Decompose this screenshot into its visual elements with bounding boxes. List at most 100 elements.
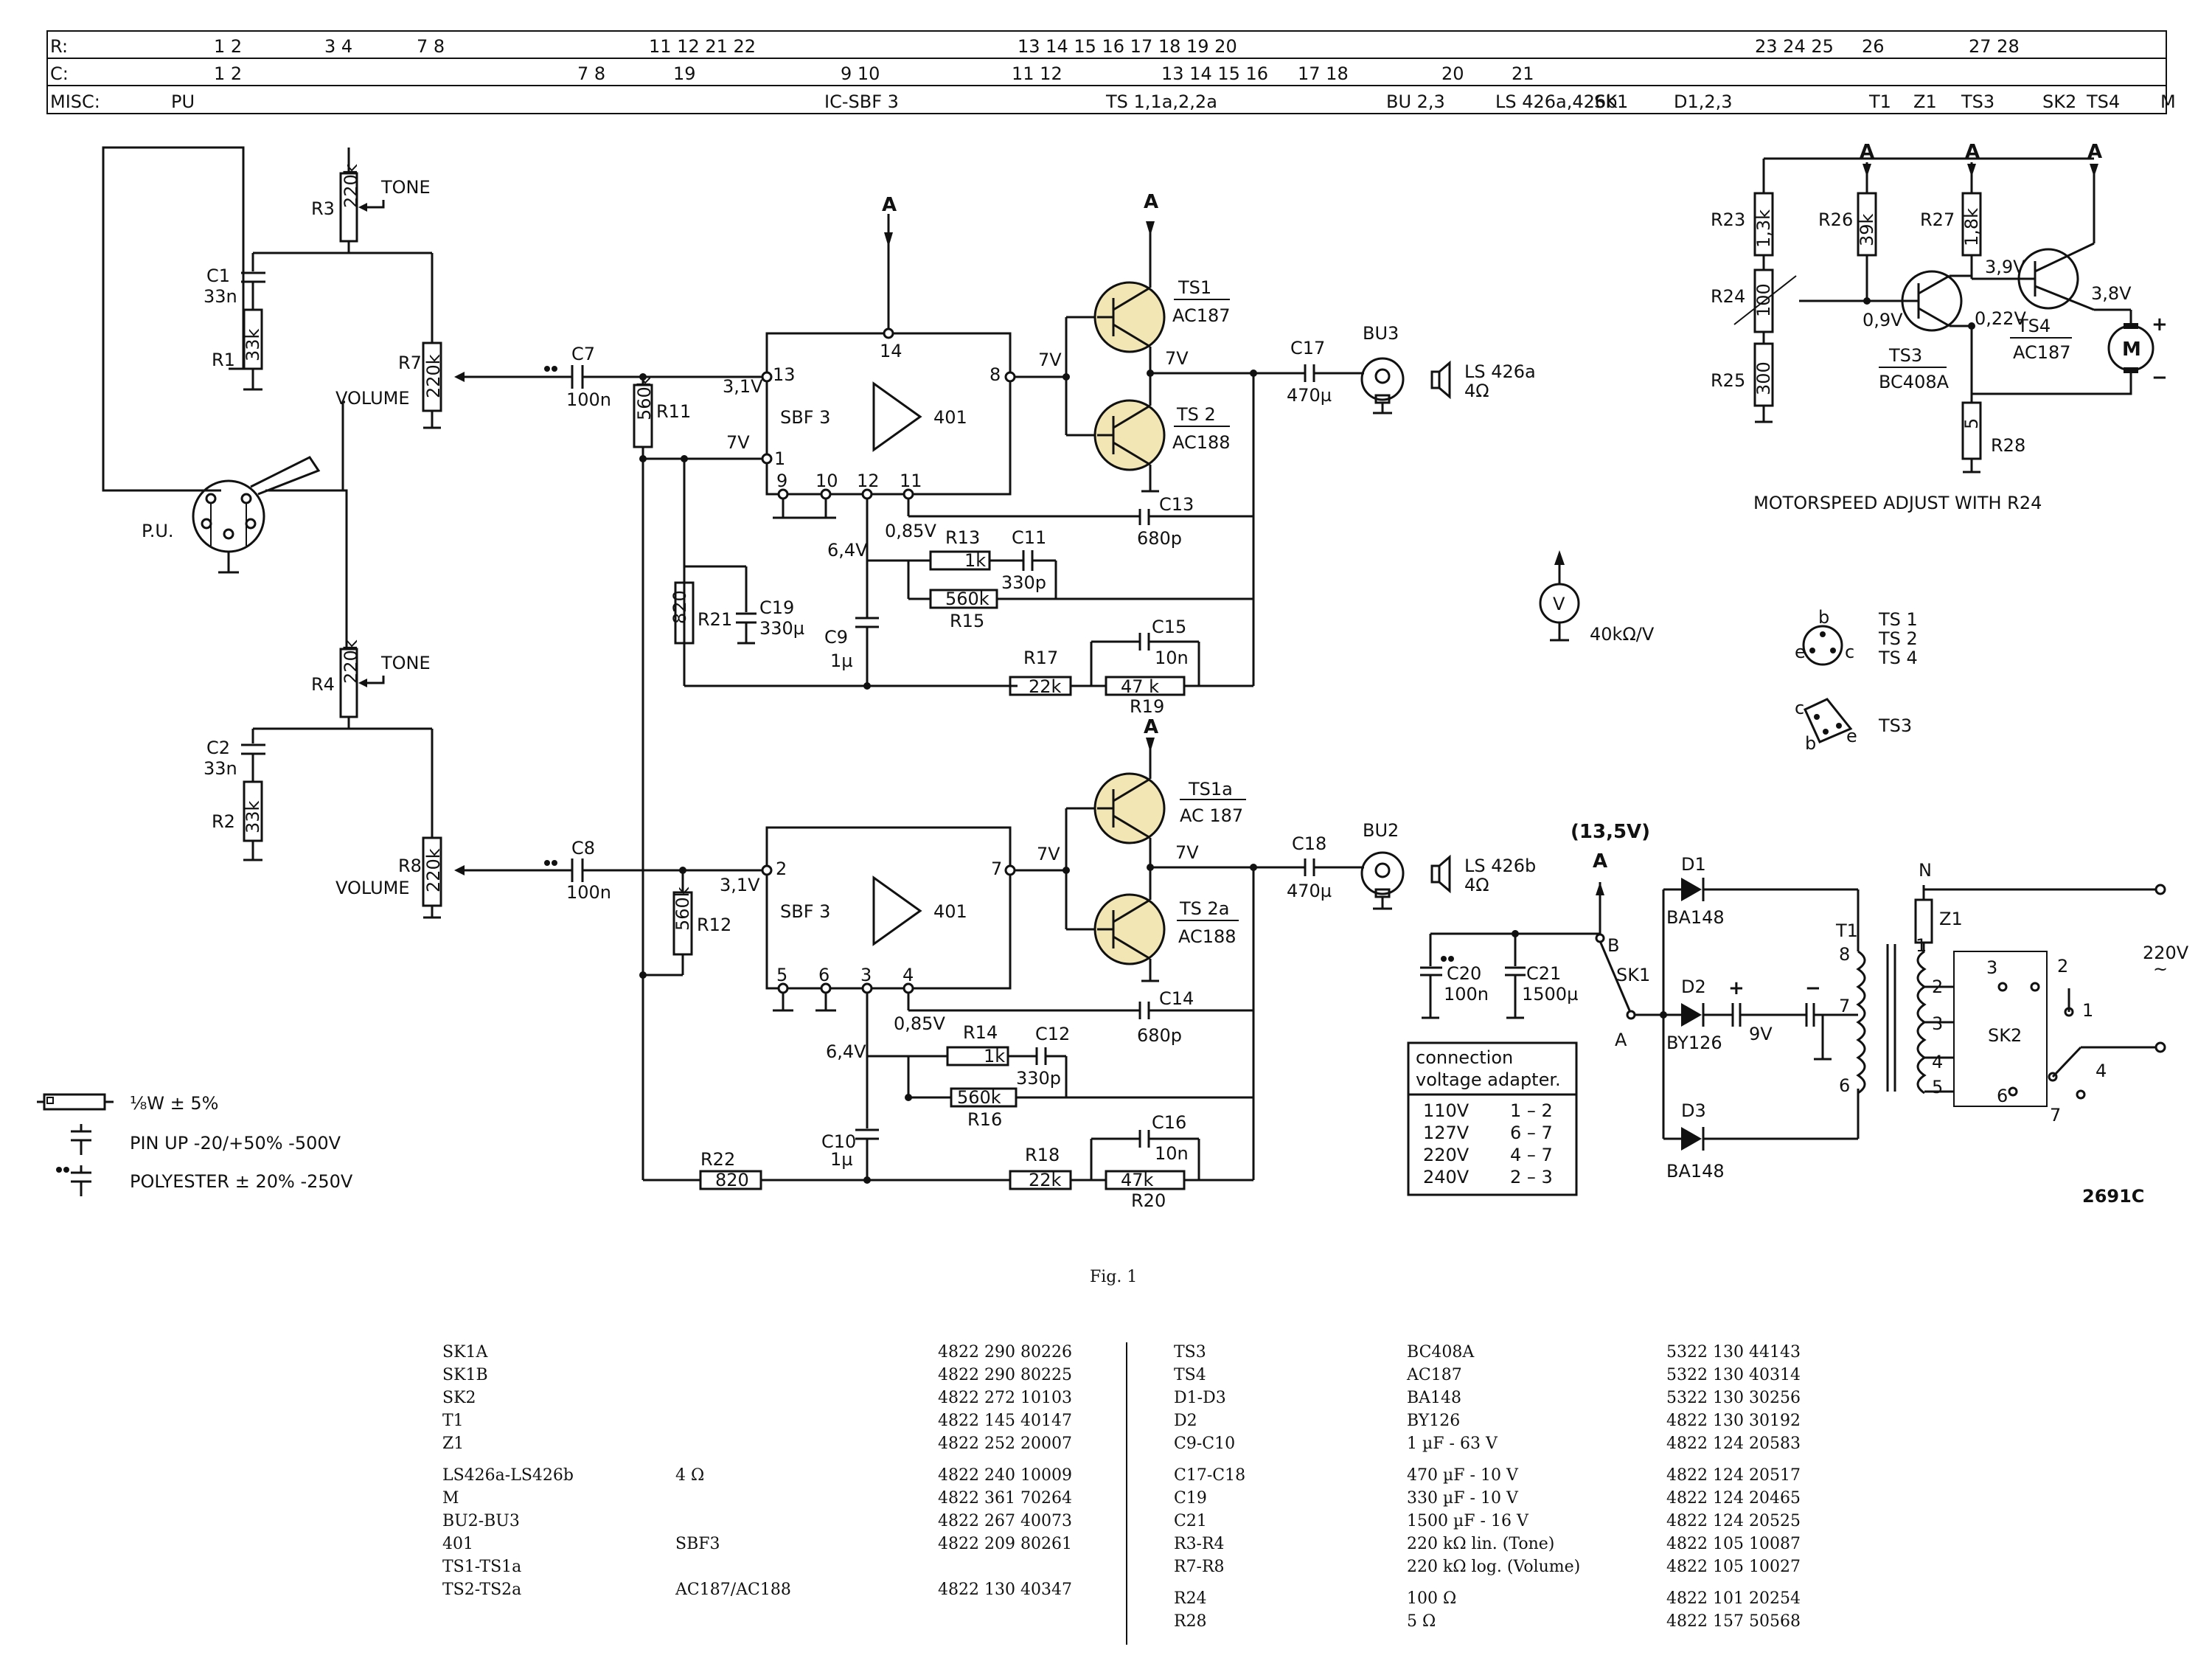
cap9v-minus: − <box>1805 977 1821 999</box>
parts-cell: 4822 361 70264 <box>938 1489 1072 1508</box>
r3-value: 220k <box>341 164 361 208</box>
lower-v64: 6,4V <box>826 1041 866 1062</box>
parts-cell: 4822 130 40347 <box>938 1581 1072 1599</box>
c16-value: 10n <box>1155 1143 1189 1164</box>
voltmeter-label: V <box>1553 594 1565 614</box>
sk2-pin4: 4 <box>2096 1061 2107 1081</box>
r2-value: 33k <box>243 800 263 833</box>
d1-label: D1 <box>1681 854 1706 875</box>
r21-label: R21 <box>698 609 732 630</box>
c20-label: C20 <box>1447 963 1481 984</box>
ic-upper-pin14: 14 <box>880 341 902 361</box>
d2-label: D2 <box>1681 977 1706 997</box>
drawing-number: 2691C <box>2082 1186 2144 1207</box>
voltmeter-sensitivity: 40kΩ/V <box>1590 624 1655 645</box>
c18-value: 470µ <box>1287 881 1332 901</box>
motor-minus: − <box>2152 367 2168 389</box>
adapter-pins: 2 – 3 <box>1510 1167 1553 1187</box>
supply-a: A <box>1593 850 1607 873</box>
c2-label: C2 <box>206 738 230 758</box>
c7-value: 100n <box>566 389 611 410</box>
strip-entry: PU <box>171 91 195 112</box>
parts-cell: TS1-TS1a <box>442 1558 521 1576</box>
strip-entry: TS3 <box>1961 91 1994 112</box>
c9-value: 1µ <box>830 651 853 671</box>
parts-cell: 4822 124 20517 <box>1666 1466 1801 1485</box>
parts-cell: 1500 µF - 16 V <box>1407 1512 1529 1530</box>
strip-entry: 7 8 <box>417 36 445 57</box>
d2-type: BY126 <box>1666 1033 1722 1053</box>
parts-cell: 4822 124 20583 <box>1666 1435 1801 1453</box>
c7-label: C7 <box>571 344 595 364</box>
lower-v7-in: 7V <box>1037 844 1060 864</box>
pinout-ts3-label: TS3 <box>1878 715 1912 736</box>
t1-primary-winding <box>1856 950 1866 1095</box>
c14-label: C14 <box>1159 988 1194 1009</box>
ic-upper-pin8: 8 <box>990 364 1001 385</box>
t1-pin5: 5 <box>1932 1077 1943 1097</box>
r25-value: 300 <box>1753 361 1774 395</box>
strip-entry: 17 18 <box>1298 63 1349 84</box>
r28-value: 5 <box>1961 418 1982 429</box>
upper-v31: 3,1V <box>723 376 763 397</box>
c20-value: 100n <box>1444 984 1489 1005</box>
r12-value: 560k <box>672 887 693 931</box>
c9-label: C9 <box>824 627 848 648</box>
parts-cell: 4822 252 20007 <box>938 1435 1072 1453</box>
parts-cell: TS3 <box>1174 1343 1206 1361</box>
t1-pin8: 8 <box>1839 944 1850 965</box>
c1-value: 33n <box>204 286 237 307</box>
bu2-jack <box>1360 851 1405 895</box>
ls426b-label: LS 426b <box>1464 856 1536 876</box>
ic-lower-pin2: 2 <box>776 858 787 879</box>
parts-cell: C9-C10 <box>1174 1435 1235 1453</box>
sk2-pin6: 6 <box>1997 1086 2008 1106</box>
strip-entry: 27 28 <box>1969 36 2020 57</box>
parts-cell: 4822 267 40073 <box>938 1512 1072 1530</box>
ts4-label: TS4 <box>2017 316 2051 336</box>
d1-type: BA148 <box>1666 907 1725 928</box>
parts-cell: Z1 <box>442 1435 464 1453</box>
c19-label: C19 <box>759 597 794 618</box>
r7-volume-label: VOLUME <box>335 388 410 409</box>
parts-cell: 4822 272 10103 <box>938 1389 1072 1407</box>
ic-lower-pin7: 7 <box>991 858 1002 879</box>
parts-cell: SK1B <box>442 1366 488 1384</box>
strip-entry: SK1 <box>1594 91 1628 112</box>
parts-cell: D2 <box>1174 1412 1197 1430</box>
r24-value: 100 <box>1753 283 1774 317</box>
strip-key-0: R: <box>50 36 68 57</box>
parts-cell: 5322 130 40314 <box>1666 1366 1801 1384</box>
parts-cell: 470 µF - 10 V <box>1407 1466 1519 1485</box>
z1-label: Z1 <box>1939 909 1963 929</box>
r13-label: R13 <box>945 527 980 548</box>
strip-entry: 19 <box>673 63 696 84</box>
mains-n-label: N <box>1919 860 1932 881</box>
strip-entry: 1 2 <box>214 63 242 84</box>
parts-cell: SK1A <box>442 1343 489 1361</box>
parts-cell: SK2 <box>442 1389 476 1407</box>
strip-entry: 21 <box>1512 63 1534 84</box>
pinout-ts3-icon <box>1804 698 1853 743</box>
c1-label: C1 <box>206 266 230 286</box>
t1-pin7: 7 <box>1839 996 1850 1016</box>
parts-cell: 4822 145 40147 <box>938 1412 1072 1430</box>
sk2-pin1: 1 <box>2082 1000 2093 1021</box>
parts-cell: 330 µF - 10 V <box>1407 1489 1519 1508</box>
parts-cell: 4 Ω <box>675 1466 704 1485</box>
ls426a-label: LS 426a <box>1464 361 1536 382</box>
r17-label: R17 <box>1023 648 1058 668</box>
r16-value: 560k <box>957 1087 1001 1108</box>
r23-label: R23 <box>1711 209 1745 230</box>
pinout-ts124-c: c <box>1845 642 1854 662</box>
ic-sbf3-lower <box>765 826 1012 990</box>
sk1-b: B <box>1607 935 1619 956</box>
strip-entry: 13 14 15 16 17 18 19 20 <box>1018 36 1237 57</box>
c11-value: 330p <box>1001 572 1046 593</box>
parts-cell: BA148 <box>1407 1389 1461 1407</box>
ts1-supply-a: A <box>1144 191 1158 213</box>
pinout-ts124-b: b <box>1818 607 1829 628</box>
r11-label: R11 <box>656 401 691 422</box>
ts2-type: AC188 <box>1172 432 1231 453</box>
